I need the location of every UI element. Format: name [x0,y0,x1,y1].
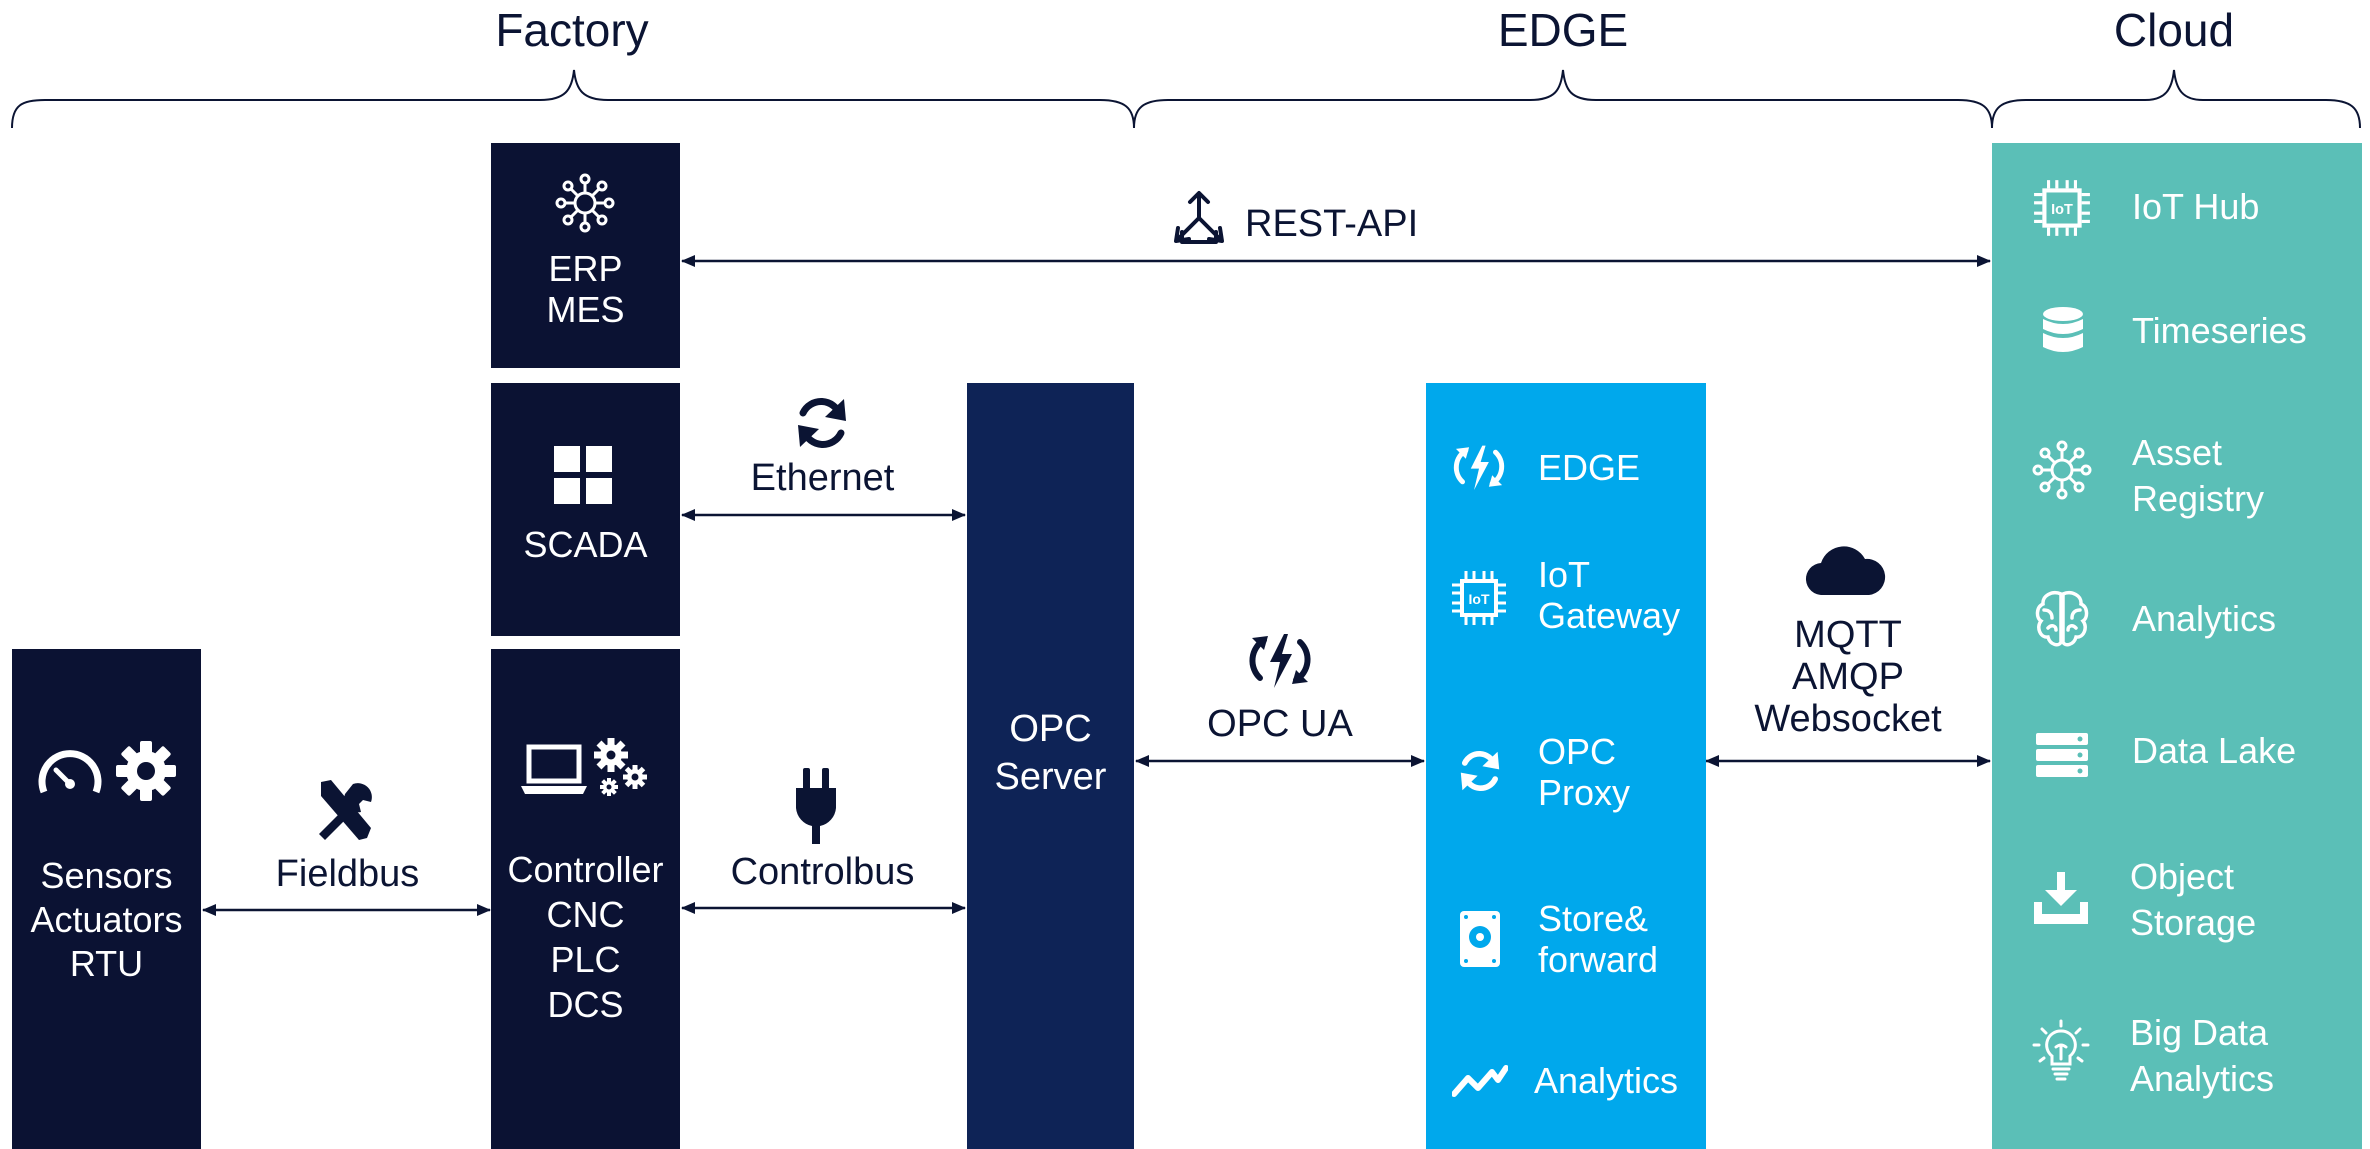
scada-block: SCADA [491,383,680,636]
sync-icon [798,398,846,448]
forward-label: forward [1538,939,1659,980]
lightbulb-icon [2032,1019,2090,1081]
server-label: Server [994,756,1107,798]
plc-label: PLC [550,939,621,980]
factory-brace [11,69,1135,129]
edge-header: EDGE [1497,4,1629,56]
asset-label: Asset [2132,432,2223,473]
big-data-label: Big Data [2130,1012,2269,1053]
svg-text:IoT: IoT [2051,202,2073,218]
scada-label: SCADA [523,524,648,565]
opc-proxy-label-1: OPC [1538,731,1617,772]
opc-ua-label: OPC UA [1207,703,1353,745]
lightning-sync-icon [1249,634,1311,688]
download-tray-icon [2034,872,2088,924]
hard-drive-icon [1460,911,1500,967]
cloud-block: IoT IoT Hub Timeseries Asset Registry An… [1992,143,2362,1149]
controlbus-label: Controlbus [730,851,915,893]
mes-label: MES [546,289,625,330]
brain-icon [2035,591,2089,647]
controller-block: Controller CNC PLC DCS [491,649,680,1149]
tools-icon [319,780,372,840]
cloud-brace [1991,69,2361,129]
iot-chip-icon: IoT [2034,180,2090,236]
edge-block: EDGE IoT IoT Gateway OPC Proxy Store& fo… [1426,383,1706,1149]
gauge-icon [38,750,102,794]
gear-icon [116,741,176,801]
registry-label: Registry [2132,478,2265,519]
amqp-label: AMQP [1792,656,1904,698]
svg-text:IoT: IoT [1469,591,1490,607]
mqtt-label: MQTT [1794,614,1902,656]
iot-hub-label: IoT Hub [2132,186,2260,227]
rtu-label: RTU [69,943,144,984]
network-hub-icon [555,173,615,233]
server-stack-icon [2036,733,2088,777]
opc-label: OPC [1009,708,1092,750]
edge-analytics-label: Analytics [1534,1060,1679,1101]
timeseries-label: Timeseries [2132,310,2307,351]
big-data-analytics-label: Analytics [2130,1058,2275,1099]
dcs-label: DCS [547,984,624,1025]
gears-icon [594,738,647,796]
laptop-icon [521,744,587,794]
cloud-icon [1806,546,1886,595]
rest-api-label: REST-API [1245,203,1419,245]
share-arrows-icon [1174,191,1224,244]
sync-icon [1460,751,1500,791]
cloud-analytics-label: Analytics [2132,598,2277,639]
cnc-label: CNC [546,894,625,935]
edge-brace [1133,69,1993,129]
websocket-label: Websocket [1754,698,1942,740]
iot-chip-icon: IoT [1452,571,1506,625]
erp-mes-block: ERP MES [491,143,680,368]
database-icon [2043,307,2083,352]
actuators-label: Actuators [30,899,183,940]
data-lake-label: Data Lake [2132,730,2297,771]
trend-line-icon [1452,1065,1508,1097]
store-label: Store& [1538,898,1649,939]
lightning-sync-icon [1453,445,1505,491]
edge-item-label: EDGE [1538,447,1641,488]
opc-proxy-label-2: Proxy [1538,772,1631,813]
gateway-label: Gateway [1538,595,1681,636]
cloud-header: Cloud [2113,4,2235,56]
plug-icon [796,768,836,844]
storage-label: Storage [2130,902,2257,943]
erp-label: ERP [548,248,623,289]
controller-label: Controller [507,849,664,890]
sensors-label: Sensors [40,855,173,896]
fieldbus-label: Fieldbus [275,853,420,895]
network-hub-icon [2032,440,2092,500]
sensors-block: Sensors Actuators RTU [12,649,201,1149]
ethernet-label: Ethernet [750,457,895,499]
factory-header: Factory [495,4,649,56]
opc-server-block: OPC Server [967,383,1134,1149]
windows-grid-icon [554,446,612,504]
object-label: Object [2130,856,2235,897]
iot-label: IoT [1538,554,1591,595]
